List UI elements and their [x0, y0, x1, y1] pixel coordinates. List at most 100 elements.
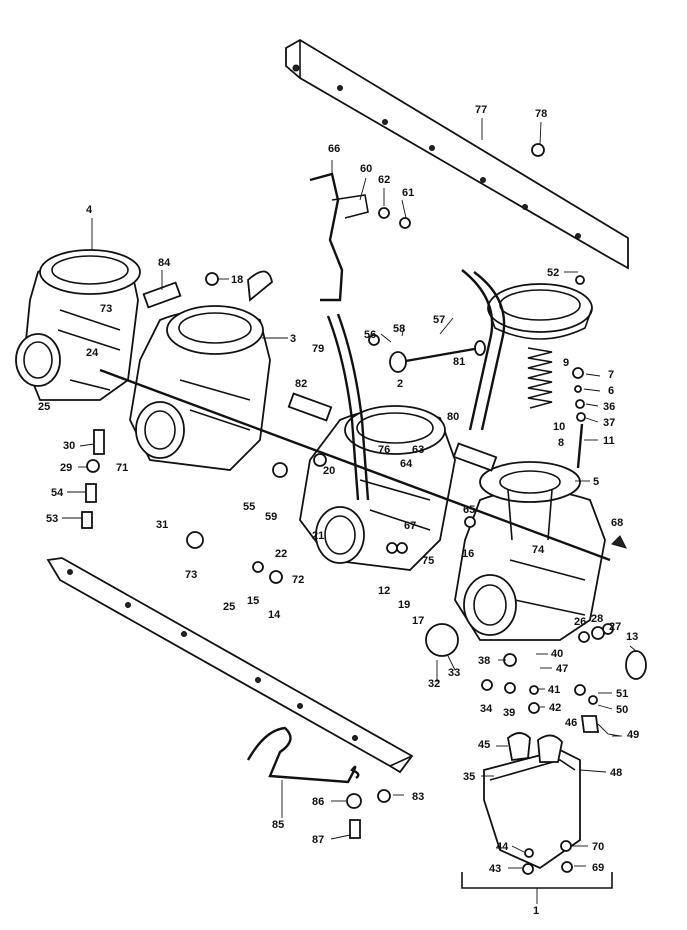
part-label-1: 1 [533, 905, 539, 917]
small-parts [81, 143, 647, 875]
jet-needle [576, 423, 584, 469]
leader-lines [62, 118, 637, 904]
part-label-34: 34 [480, 703, 493, 715]
part-label-20: 20 [323, 465, 335, 477]
part-label-63: 63 [412, 444, 424, 456]
part-label-87: 87 [312, 834, 324, 846]
part-label-71: 71 [116, 462, 128, 474]
part-label-49: 49 [627, 729, 639, 741]
bowl-bracket [461, 872, 613, 889]
pilot-screw [389, 340, 486, 373]
part-label-59: 59 [265, 511, 277, 523]
part-label-19: 19 [398, 599, 410, 611]
part-label-35: 35 [463, 771, 475, 783]
throttle-shaft [99, 368, 611, 562]
part-label-51: 51 [616, 688, 628, 700]
part-label-80: 80 [447, 411, 459, 423]
part-label-24: 24 [86, 347, 99, 359]
part-label-76: 76 [378, 444, 390, 456]
part-label-55: 55 [243, 501, 255, 513]
top-stay-plate [285, 38, 629, 270]
part-label-82: 82 [295, 378, 307, 390]
part-label-67: 67 [404, 520, 416, 532]
vent-tube-81 [461, 269, 506, 431]
part-label-2: 2 [397, 378, 403, 390]
part-label-41: 41 [548, 684, 560, 696]
part-label-62: 62 [378, 174, 390, 186]
part-label-39: 39 [503, 707, 515, 719]
part-label-53: 53 [46, 513, 58, 525]
carburetor-body-3 [299, 405, 456, 571]
part-label-47: 47 [556, 663, 568, 675]
part-label-68: 68 [611, 517, 623, 529]
part-label-22: 22 [275, 548, 287, 560]
part-label-44: 44 [496, 841, 509, 853]
vent-tube-79 [326, 313, 370, 501]
spring [527, 347, 553, 409]
carburetor-body-4 [454, 489, 606, 641]
bottom-stay-plate [46, 557, 414, 774]
part-label-58: 58 [393, 323, 405, 335]
fuel-joints [142, 281, 498, 472]
part-label-32: 32 [428, 678, 440, 690]
float-bowl [483, 732, 581, 870]
part-label-8: 8 [558, 437, 564, 449]
part-label-10: 10 [553, 421, 565, 433]
part-label-75: 75 [422, 555, 434, 567]
part-label-61: 61 [402, 187, 414, 199]
part-label-5: 5 [593, 476, 599, 488]
part-label-74: 74 [532, 544, 545, 556]
part-label-25: 25 [223, 601, 235, 613]
part-label-45: 45 [478, 739, 490, 751]
part-label-29: 29 [60, 462, 72, 474]
part-label-40: 40 [551, 648, 563, 660]
part-label-84: 84 [158, 257, 171, 269]
part-label-15: 15 [247, 595, 259, 607]
part-label-73: 73 [185, 569, 197, 581]
part-label-37: 37 [603, 417, 615, 429]
part-label-43: 43 [489, 863, 501, 875]
part-label-78: 78 [535, 108, 547, 120]
part-label-83: 83 [412, 791, 424, 803]
part-label-16: 16 [462, 548, 474, 560]
part-label-11: 11 [603, 435, 615, 447]
part-label-64: 64 [400, 458, 413, 470]
part-label-18: 18 [231, 274, 243, 286]
part-label-30: 30 [63, 440, 75, 452]
part-label-4: 4 [86, 204, 93, 216]
part-label-66: 66 [328, 143, 340, 155]
part-label-73: 73 [100, 303, 112, 315]
part-label-52: 52 [547, 267, 559, 279]
part-label-86: 86 [312, 796, 324, 808]
part-label-79: 79 [312, 343, 324, 355]
part-label-69: 69 [592, 862, 604, 874]
part-label-13: 13 [626, 631, 638, 643]
diaphragm-piston [479, 461, 581, 541]
part-label-12: 12 [378, 585, 390, 597]
part-label-6: 6 [608, 385, 614, 397]
part-label-38: 38 [478, 655, 490, 667]
part-label-70: 70 [592, 841, 604, 853]
part-label-17: 17 [412, 615, 424, 627]
part-label-48: 48 [610, 767, 622, 779]
part-label-9: 9 [563, 357, 569, 369]
wire-clip [246, 726, 360, 784]
part-label-57: 57 [433, 314, 445, 326]
part-label-36: 36 [603, 401, 615, 413]
top-cap [487, 283, 593, 340]
part-label-54: 54 [51, 487, 64, 499]
part-label-65: 65 [463, 504, 475, 516]
part-label-46: 46 [565, 717, 577, 729]
part-label-60: 60 [360, 163, 372, 175]
part-label-50: 50 [616, 704, 628, 716]
part-label-42: 42 [549, 702, 561, 714]
part-label-3: 3 [290, 333, 296, 345]
linkage-bracket [309, 172, 344, 302]
part-label-14: 14 [268, 609, 281, 621]
part-label-28: 28 [591, 613, 603, 625]
part-label-81: 81 [453, 356, 465, 368]
part-label-21: 21 [312, 530, 324, 542]
part-label-25: 25 [38, 401, 50, 413]
carburetor-body-2 [129, 305, 271, 471]
part-label-33: 33 [448, 667, 460, 679]
